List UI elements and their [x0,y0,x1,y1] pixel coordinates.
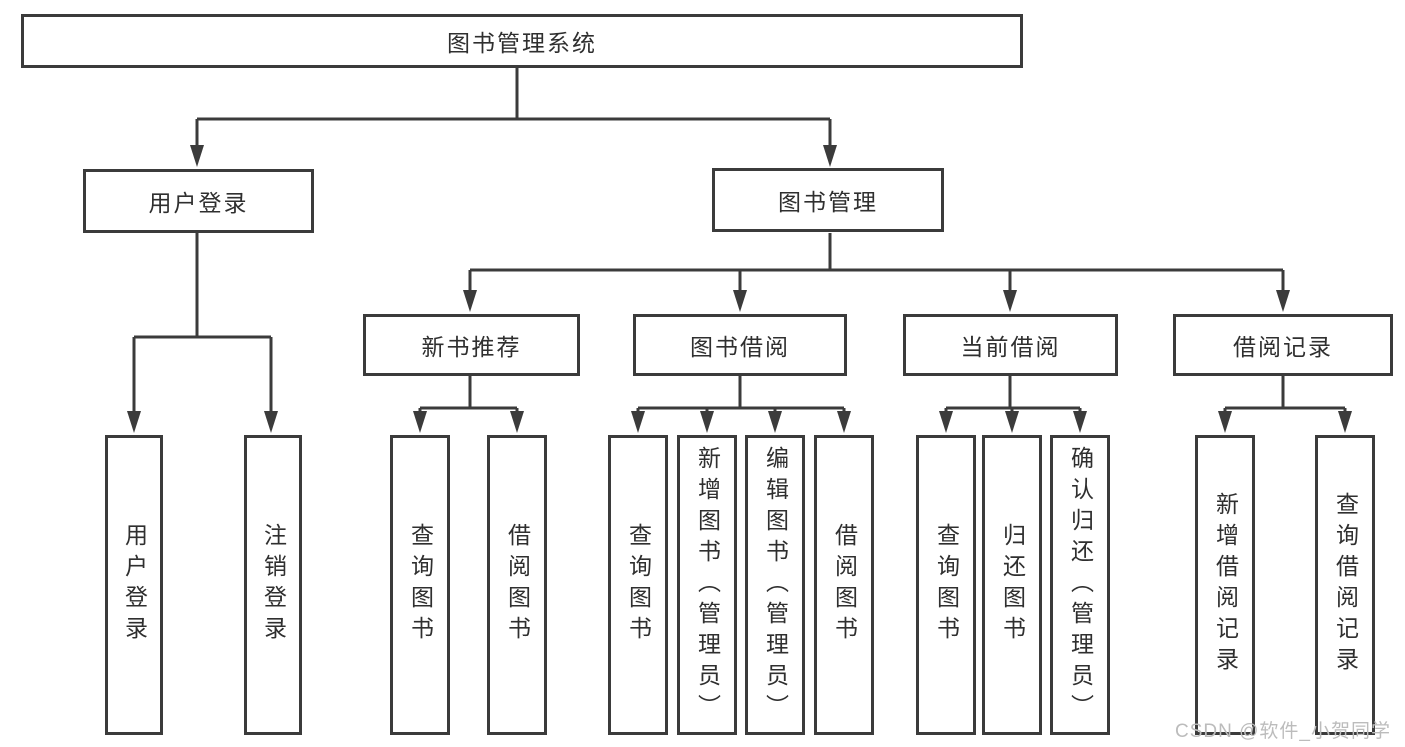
arrowhead-down-icon [700,411,714,433]
leaf-current-confirm-return: 确认归还（管理员） [1050,435,1110,735]
node-new-book-recommend: 新书推荐 [363,314,580,376]
leaf-borrow-query-books: 查询图书 [608,435,668,735]
arrowhead-down-icon [768,411,782,433]
arrowhead-down-icon [823,145,837,167]
arrowhead-down-icon [1005,411,1019,433]
arrowhead-down-icon [1276,290,1290,312]
node-root: 图书管理系统 [21,14,1023,68]
leaf-user-login-label: 用户登录 [121,523,148,647]
leaf-borrow-borrow-books: 借阅图书 [814,435,874,735]
leaf-current-return-books: 归还图书 [982,435,1042,735]
leaf-borrow-add-books-label: 新增图书（管理员） [694,445,721,725]
leaf-records-add-record-label: 新增借阅记录 [1212,492,1239,678]
arrowhead-down-icon [264,411,278,433]
arrowhead-down-icon [190,145,204,167]
arrowhead-down-icon [1003,290,1017,312]
leaf-user-login: 用户登录 [105,435,163,735]
node-current-borrow-label: 当前借阅 [960,334,1061,360]
node-user-login-label: 用户登录 [148,190,249,216]
node-new-book-recommend-label: 新书推荐 [421,334,522,360]
arrowhead-down-icon [510,411,524,433]
leaf-current-return-books-label: 归还图书 [999,523,1026,647]
leaf-recommend-borrow-books: 借阅图书 [487,435,547,735]
arrowhead-down-icon [1218,411,1232,433]
arrowhead-down-icon [939,411,953,433]
arrowhead-down-icon [127,411,141,433]
leaf-logout-login: 注销登录 [244,435,302,735]
leaf-records-query-record-label: 查询借阅记录 [1332,492,1359,678]
leaf-logout-login-label: 注销登录 [260,523,287,647]
leaf-current-query-books: 查询图书 [916,435,976,735]
watermark: CSDN @软件_小贺同学 [1175,721,1391,742]
node-borrow-records: 借阅记录 [1173,314,1393,376]
arrowhead-down-icon [463,290,477,312]
node-book-management: 图书管理 [712,168,944,232]
arrowhead-down-icon [1073,411,1087,433]
arrowhead-down-icon [413,411,427,433]
leaf-records-query-record: 查询借阅记录 [1315,435,1375,735]
leaf-borrow-borrow-books-label: 借阅图书 [831,523,858,647]
node-user-login: 用户登录 [83,169,314,233]
leaf-borrow-add-books: 新增图书（管理员） [677,435,737,735]
arrowhead-down-icon [837,411,851,433]
leaf-records-add-record: 新增借阅记录 [1195,435,1255,735]
leaf-current-confirm-return-label: 确认归还（管理员） [1067,445,1094,725]
node-borrow-records-label: 借阅记录 [1233,334,1333,360]
node-root-label: 图书管理系统 [447,30,597,56]
leaf-recommend-query-books: 查询图书 [390,435,450,735]
node-book-borrow-label: 图书借阅 [690,334,790,360]
leaf-borrow-query-books-label: 查询图书 [625,523,652,647]
node-book-borrow: 图书借阅 [633,314,847,376]
node-current-borrow: 当前借阅 [903,314,1118,376]
arrowhead-down-icon [733,290,747,312]
leaf-current-query-books-label: 查询图书 [933,523,960,647]
leaf-borrow-edit-books: 编辑图书（管理员） [745,435,805,735]
leaf-recommend-query-books-label: 查询图书 [407,523,434,647]
arrowhead-down-icon [631,411,645,433]
node-book-management-label: 图书管理 [778,189,878,215]
leaf-borrow-edit-books-label: 编辑图书（管理员） [762,445,789,725]
leaf-recommend-borrow-books-label: 借阅图书 [504,523,531,647]
arrowhead-down-icon [1338,411,1352,433]
